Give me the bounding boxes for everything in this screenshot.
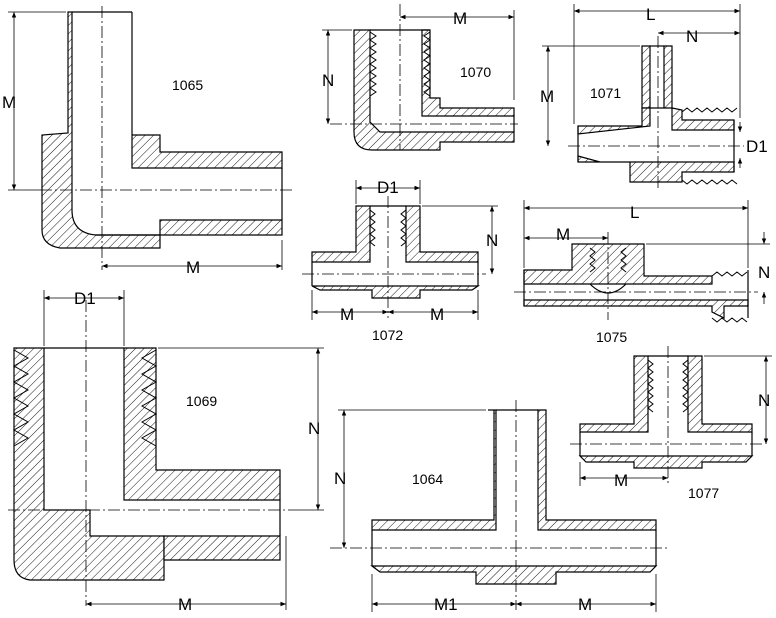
dim-n-1075: N [758, 263, 770, 282]
dim-m-1075: M [556, 225, 570, 244]
dim-m-1069: M [178, 595, 192, 614]
dim-n-1071: N [686, 27, 698, 46]
dim-m1-1064: M1 [434, 595, 458, 614]
dim-m-1065-horizontal: M [186, 258, 200, 277]
dim-l-1071: L [646, 5, 655, 24]
fitting-1075: L M N 1075 [514, 200, 770, 345]
part-number-1075: 1075 [596, 329, 627, 345]
dim-n-1069: N [308, 419, 320, 438]
fitting-1070: M N 1070 [322, 4, 518, 151]
dim-m-1065-vertical: M [2, 93, 16, 112]
dim-m-1064: M [578, 595, 592, 614]
dim-n-1064: N [334, 469, 346, 488]
fitting-1064: N M1 M 1064 [330, 400, 668, 614]
part-number-1077: 1077 [688, 485, 719, 501]
dim-d1-1072: D1 [377, 178, 399, 197]
dim-d1-1069: D1 [74, 289, 96, 308]
fitting-1065: M M 1065 [2, 6, 292, 277]
dim-n-1072: N [486, 231, 498, 250]
dim-m-1070: M [453, 9, 467, 28]
part-number-1069: 1069 [186, 393, 217, 409]
dim-n-1070: N [322, 71, 334, 90]
part-number-1070: 1070 [460, 64, 491, 80]
part-number-1065: 1065 [172, 77, 203, 93]
fitting-1077: N M 1077 [570, 346, 772, 501]
fitting-1071: L N M D1 1071 [540, 4, 768, 190]
fitting-1072: D1 N M M 1072 [302, 178, 498, 343]
part-number-1072: 1072 [372, 327, 403, 343]
dim-m-1071: M [540, 87, 554, 106]
dim-l-1075: L [630, 203, 639, 222]
part-number-1071: 1071 [590, 85, 621, 101]
dim-n-1077: N [758, 391, 770, 410]
dim-d1-1071: D1 [746, 137, 768, 156]
dim-m-1077: M [614, 471, 628, 490]
fitting-1069: D1 N M 1069 [8, 289, 324, 614]
dim-m-1072-left: M [340, 305, 354, 324]
part-number-1064: 1064 [412, 471, 443, 487]
dim-m-1072-right: M [430, 305, 444, 324]
